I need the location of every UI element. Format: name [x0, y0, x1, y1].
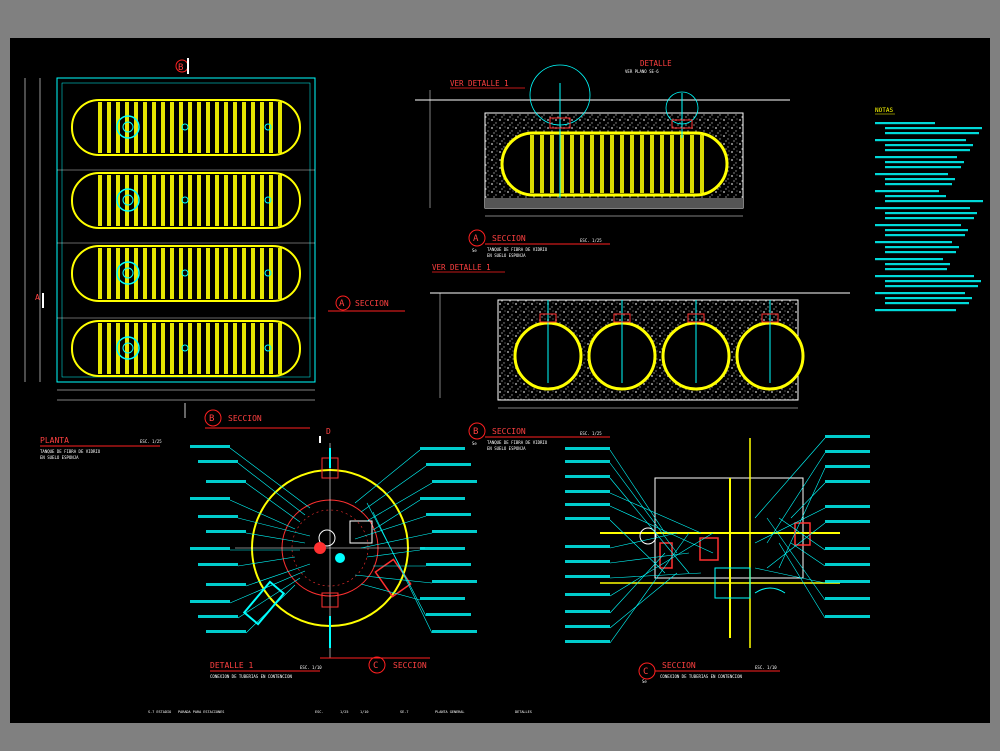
- plan-outline: [56, 77, 316, 383]
- section-c-sheet: Se: [642, 679, 647, 684]
- tb-esc-2: 1/10: [360, 710, 368, 714]
- detalle1-section-c-word: SECCION: [393, 661, 427, 670]
- section-a-detalle-sub: VER PLANO SE-6: [625, 69, 659, 74]
- detalle1-view: D DETALLE 1 ESC. 1/10 CONEXION DE TUBERI…: [190, 427, 477, 679]
- plan-marker-a-side: A SECCION: [328, 295, 405, 312]
- section-a-scale: ESC. 1/25: [580, 238, 602, 243]
- plan-marker-b-bottom: B SECCION: [204, 409, 310, 429]
- tb-project: S-7 ESTADIO: [148, 710, 171, 714]
- section-b-scale: ESC. 1/25: [580, 431, 602, 436]
- plan-scale: ESC. 1/25: [140, 439, 162, 444]
- section-a-letter: A: [473, 234, 479, 244]
- plan-tanks: [57, 99, 315, 377]
- section-a-word: SECCION: [492, 234, 526, 243]
- notes-view: NOTAS: [875, 107, 983, 312]
- tb-details: DETALLES: [515, 710, 532, 714]
- plan-subtitle-1: TANQUE DE FIBRA DE VIDRIO: [40, 449, 101, 454]
- section-a-subtitle-2: EN SUELO ESPONJA: [487, 253, 526, 258]
- plan-marker-a-word: SECCION: [355, 299, 389, 308]
- section-b-tanks: [513, 300, 805, 391]
- section-c-leaders: [565, 435, 870, 644]
- section-b-view: VER DETALLE 1 B SECCION Se ESC. 1/25 TAN…: [430, 263, 850, 451]
- detalle1-title: DETALLE 1: [210, 661, 254, 670]
- plan-title: PLANTA: [40, 436, 69, 445]
- title-block: S-7 ESTADIO PARADA PARA ESTACIONES ESC. …: [148, 710, 532, 714]
- section-c-letter: C: [643, 667, 648, 677]
- section-b-subtitle-1: TANQUE DE FIBRA DE VIDRIO: [487, 440, 548, 445]
- cad-drawing: B A SECCION B SECCION A PLANTA ESC. 1/25…: [24, 58, 983, 714]
- section-c-word: SECCION: [662, 661, 696, 670]
- plan-subtitle-2: EN SUELO ESPONJA: [40, 455, 79, 460]
- section-a-ribs: [530, 135, 704, 193]
- plan-tank: [71, 172, 301, 229]
- drawing-sheet: B A SECCION B SECCION A PLANTA ESC. 1/25…: [10, 38, 990, 723]
- notes-lines: [875, 122, 983, 312]
- plan-marker-a-letter: A: [339, 299, 345, 309]
- tb-sheet: SE-7: [400, 710, 408, 714]
- tb-esc-label: ESC.: [315, 710, 323, 714]
- plan-marker-b-bottom-word: SECCION: [228, 414, 262, 423]
- section-a-view: VER DETALLE 1 DETALLE VER PLANO SE-6 A S…: [415, 59, 790, 258]
- section-a-subtitle-1: TANQUE DE FIBRA DE VIDRIO: [487, 247, 548, 252]
- plan-marker-b-letter: B: [178, 63, 183, 73]
- section-c-view: C SECCION Se ESC. 1/10 CONEXION DE TUBER…: [565, 435, 870, 684]
- section-c-scale: ESC. 1/10: [755, 665, 777, 670]
- tb-plan: PLANTA GENERAL: [435, 710, 465, 714]
- tb-description: PARADA PARA ESTACIONES: [178, 710, 224, 714]
- section-a-sheet: Se: [472, 248, 477, 253]
- section-b-sheet: Se: [472, 441, 477, 446]
- svg-text:A: A: [35, 293, 40, 302]
- section-a-ver-detalle: VER DETALLE 1: [450, 79, 509, 88]
- section-b-word: SECCION: [492, 427, 526, 436]
- plan-marker-b-bottom-letter: B: [209, 414, 214, 424]
- plan-view: B A SECCION B SECCION A PLANTA ESC. 1/25…: [24, 58, 405, 460]
- section-b-letter: B: [473, 427, 478, 437]
- tb-esc-1: 1/25: [340, 710, 348, 714]
- section-a-base: [485, 198, 743, 208]
- detalle1-section-c-letter: C: [373, 661, 378, 671]
- section-b-ver-detalle: VER DETALLE 1: [432, 263, 491, 272]
- plan-tank: [71, 99, 301, 156]
- plan-marker-left: A: [35, 293, 44, 308]
- section-c-subtitle: CONEXION DE TUBERIAS EN CONTENCION: [660, 674, 742, 679]
- detalle1-leaders: [190, 445, 477, 634]
- plan-tank: [71, 320, 301, 377]
- section-a-detalle-title: DETALLE: [640, 59, 672, 68]
- notes-title: NOTAS: [875, 107, 893, 114]
- svg-text:D: D: [326, 427, 331, 436]
- detalle1-subtitle: CONEXION DE TUBERIAS EN CONTENCION: [210, 674, 292, 679]
- section-b-subtitle-2: EN SUELO ESPONJA: [487, 446, 526, 451]
- plan-marker-b-top: B: [175, 58, 189, 74]
- detalle1-scale: ESC. 1/10: [300, 665, 322, 670]
- plan-tank: [71, 245, 301, 302]
